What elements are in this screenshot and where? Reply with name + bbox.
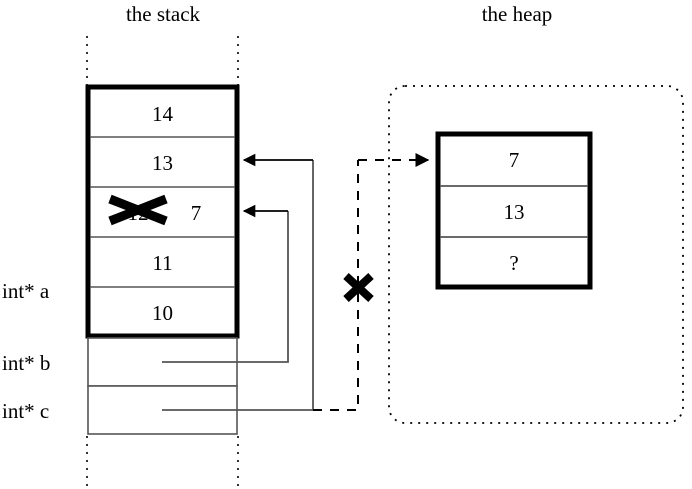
stack-cell-value-0: 14 xyxy=(152,102,173,126)
strike-out-x-icon xyxy=(108,194,168,226)
heap-cell-value-2: ? xyxy=(509,251,519,275)
broken-pointer-x-icon xyxy=(343,273,374,302)
stack-cell-value-2-struck: 12 xyxy=(127,201,149,225)
stack-array-dividers xyxy=(90,136,235,288)
stack-array-box xyxy=(85,84,240,339)
stack-cell-value-3: 11 xyxy=(152,251,173,275)
variable-label-c: int* c xyxy=(2,399,50,423)
stack-guide-lines xyxy=(86,36,239,486)
stack-cell-value-4: 10 xyxy=(152,301,173,325)
variable-label-a: int* a xyxy=(2,279,50,303)
heap-array-box xyxy=(435,131,593,290)
stack-cell-value-2-new: 7 xyxy=(190,201,202,225)
heap-array-dividers xyxy=(440,185,588,238)
variable-label-b: int* b xyxy=(2,351,51,375)
heap-title: the heap xyxy=(481,2,553,26)
stack-cell-value-1: 13 xyxy=(152,151,173,175)
stack-title: the stack xyxy=(125,2,201,26)
heap-cell-value-0: 7 xyxy=(508,148,520,172)
heap-region xyxy=(388,85,684,424)
pointer-b-path xyxy=(162,211,289,363)
stack-variable-boxes xyxy=(87,337,238,435)
pointer-a-dashed-path xyxy=(313,160,359,411)
heap-cell-value-1: 13 xyxy=(503,200,525,224)
